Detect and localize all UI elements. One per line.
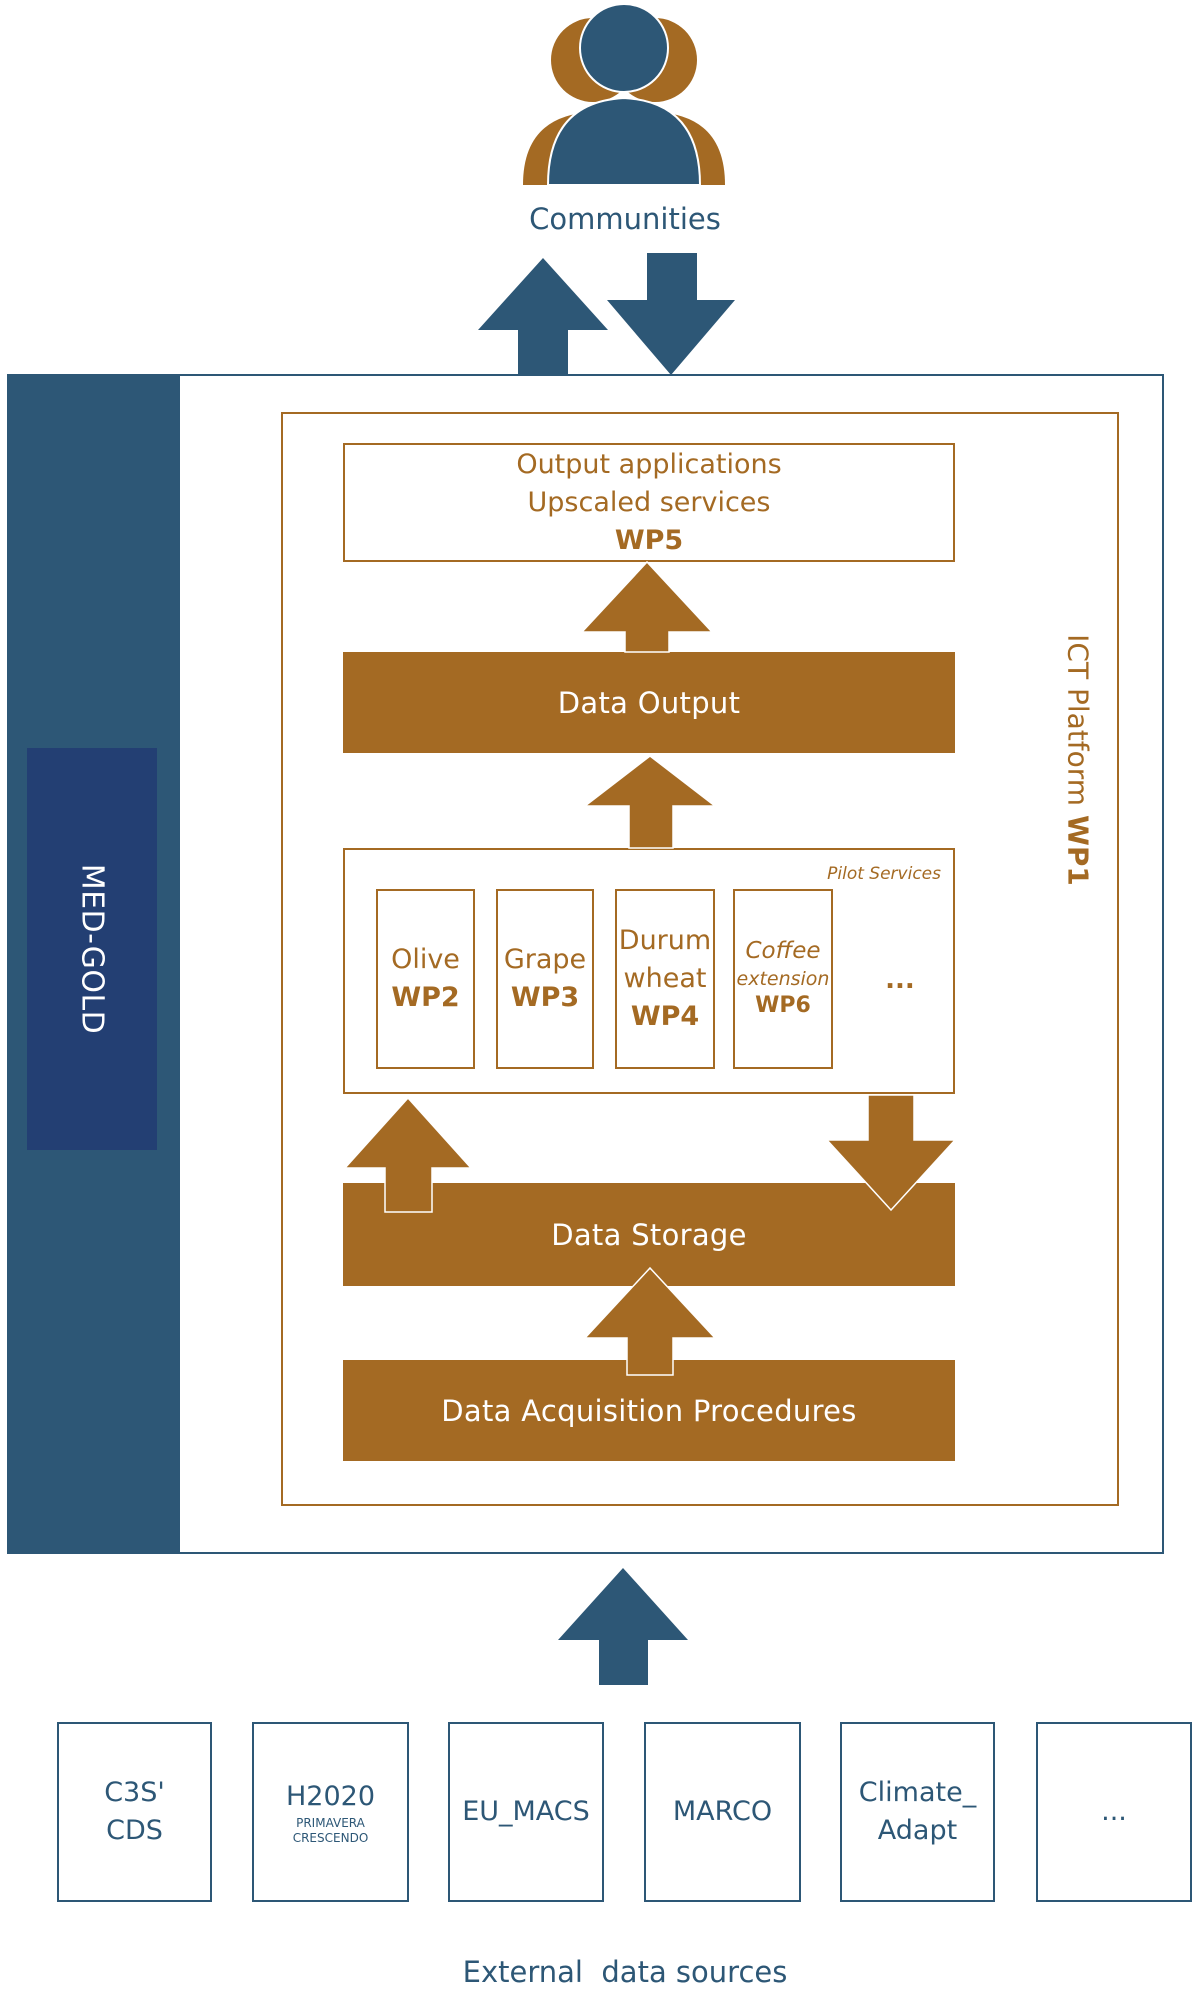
source-more: ...	[1036, 1722, 1192, 1902]
data-storage-label: Data Storage	[551, 1217, 747, 1252]
source-h2020: H2020 PRIMAVERA CRESCENDO	[252, 1722, 409, 1902]
pilot-coffee-name2: extension	[736, 968, 830, 991]
pilot-olive: Olive WP2	[376, 889, 475, 1069]
ict-platform-text: ICT Platform	[1061, 634, 1095, 807]
data-output-bar: Data Output	[343, 652, 955, 753]
data-acquisition-bar: Data Acquisition Procedures	[343, 1360, 955, 1461]
pilot-durum-name2: wheat	[623, 963, 707, 995]
pilot-coffee-name1: Coffee	[745, 938, 821, 965]
source-climate-line1: Climate_	[858, 1777, 977, 1809]
pilot-services-caption: Pilot Services	[827, 864, 941, 884]
source-climate-adapt: Climate_ Adapt	[840, 1722, 995, 1902]
source-c3s-cds: C3S' CDS	[57, 1722, 212, 1902]
pilot-durum-wheat: Durum wheat WP4	[615, 889, 715, 1069]
ict-platform-wp: WP1	[1061, 814, 1095, 886]
pilot-grape-wp: WP3	[510, 982, 580, 1013]
pilot-durum-name1: Durum	[618, 925, 712, 957]
source-h2020-small2: CRESCENDO	[292, 1830, 369, 1845]
people-group-icon	[523, 3, 725, 186]
output-wp: WP5	[614, 525, 684, 556]
pilot-olive-wp: WP2	[391, 982, 460, 1013]
ict-platform-frame	[281, 412, 1119, 1506]
source-marco: MARCO	[644, 1722, 801, 1902]
pilot-grape-name: Grape	[503, 944, 587, 976]
data-output-label: Data Output	[557, 685, 741, 720]
source-h2020-small1: PRIMAVERA	[296, 1815, 365, 1830]
communities-label: Communities	[529, 202, 721, 236]
source-c3s-line2: CDS	[106, 1815, 163, 1846]
pilot-services-container: Pilot Services Olive WP2 Grape WP3 Durum…	[343, 848, 955, 1094]
pilot-durum-wp: WP4	[630, 1000, 700, 1032]
pilot-coffee-extension: Coffee extension WP6	[733, 889, 833, 1069]
source-h2020-line1: H2020	[285, 1781, 375, 1813]
data-acquisition-label: Data Acquisition Procedures	[441, 1393, 857, 1428]
pilot-more: ...	[885, 965, 915, 995]
pilot-olive-name: Olive	[391, 944, 460, 976]
pilot-grape: Grape WP3	[496, 889, 594, 1069]
source-climate-line2: Adapt	[877, 1815, 958, 1846]
source-c3s-line1: C3S'	[104, 1777, 165, 1809]
source-marco-line1: MARCO	[672, 1796, 773, 1828]
up-arrow-to-communities	[478, 258, 608, 375]
source-eu-macs: EU_MACS	[448, 1722, 604, 1902]
source-more-label: ...	[1101, 1796, 1127, 1828]
data-storage-bar: Data Storage	[343, 1183, 955, 1286]
med-gold-label: MED-GOLD	[74, 863, 110, 1035]
output-applications-box: Output applications Upscaled services WP…	[343, 443, 955, 562]
up-arrow-from-external	[558, 1568, 688, 1685]
ict-platform-label: ICT Platform WP1	[1062, 610, 1095, 910]
external-sources-caption: External data sources	[462, 1955, 788, 1989]
pilot-coffee-wp: WP6	[755, 992, 811, 1018]
down-arrow-from-communities	[607, 253, 735, 375]
output-line2: Upscaled services	[527, 487, 771, 518]
output-line1: Output applications	[516, 449, 782, 480]
med-gold-label-panel: MED-GOLD	[27, 748, 157, 1150]
source-eu-macs-line1: EU_MACS	[462, 1796, 590, 1828]
